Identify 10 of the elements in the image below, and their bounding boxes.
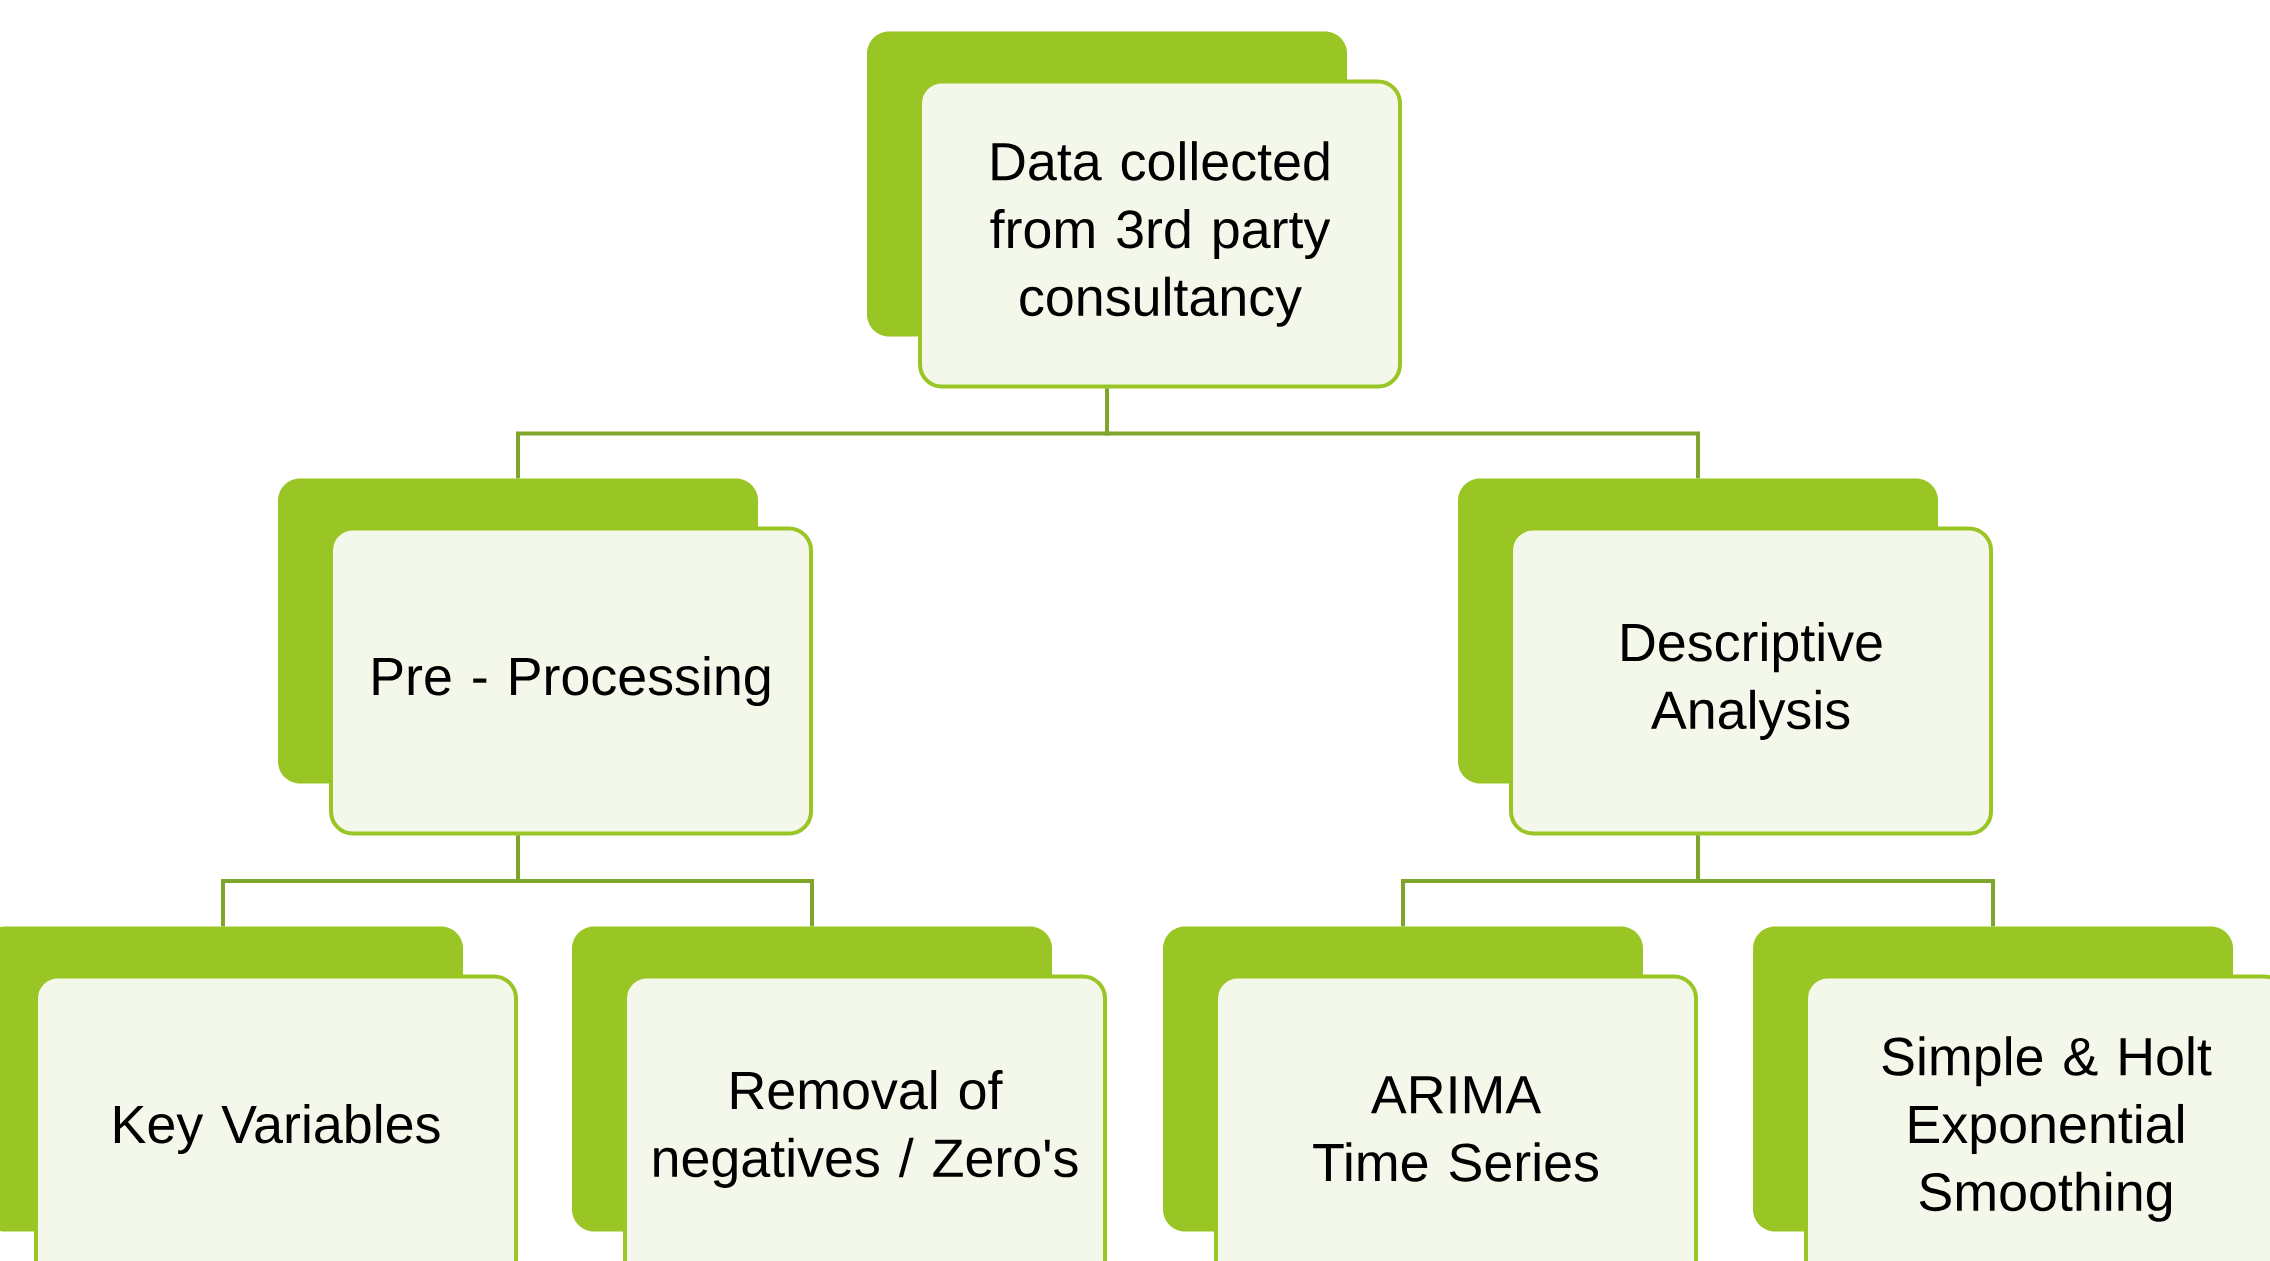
process-box: ARIMA Time Series: [1163, 926, 1698, 1261]
connector-line: [1105, 388, 1700, 479]
process-box: Descriptive Analysis: [1458, 478, 1994, 836]
process-box: Data collected from 3rd party consultancy: [867, 31, 1402, 389]
process-box: Removal of negatives / Zero's: [572, 926, 1107, 1261]
process-box: Simple & Holt Exponential Smoothing: [1753, 926, 2270, 1261]
process-box: Key Variables: [0, 926, 518, 1261]
connector-line: [516, 835, 814, 927]
process-box: Pre - Processing: [278, 478, 813, 836]
connector-line: [1696, 835, 1996, 927]
